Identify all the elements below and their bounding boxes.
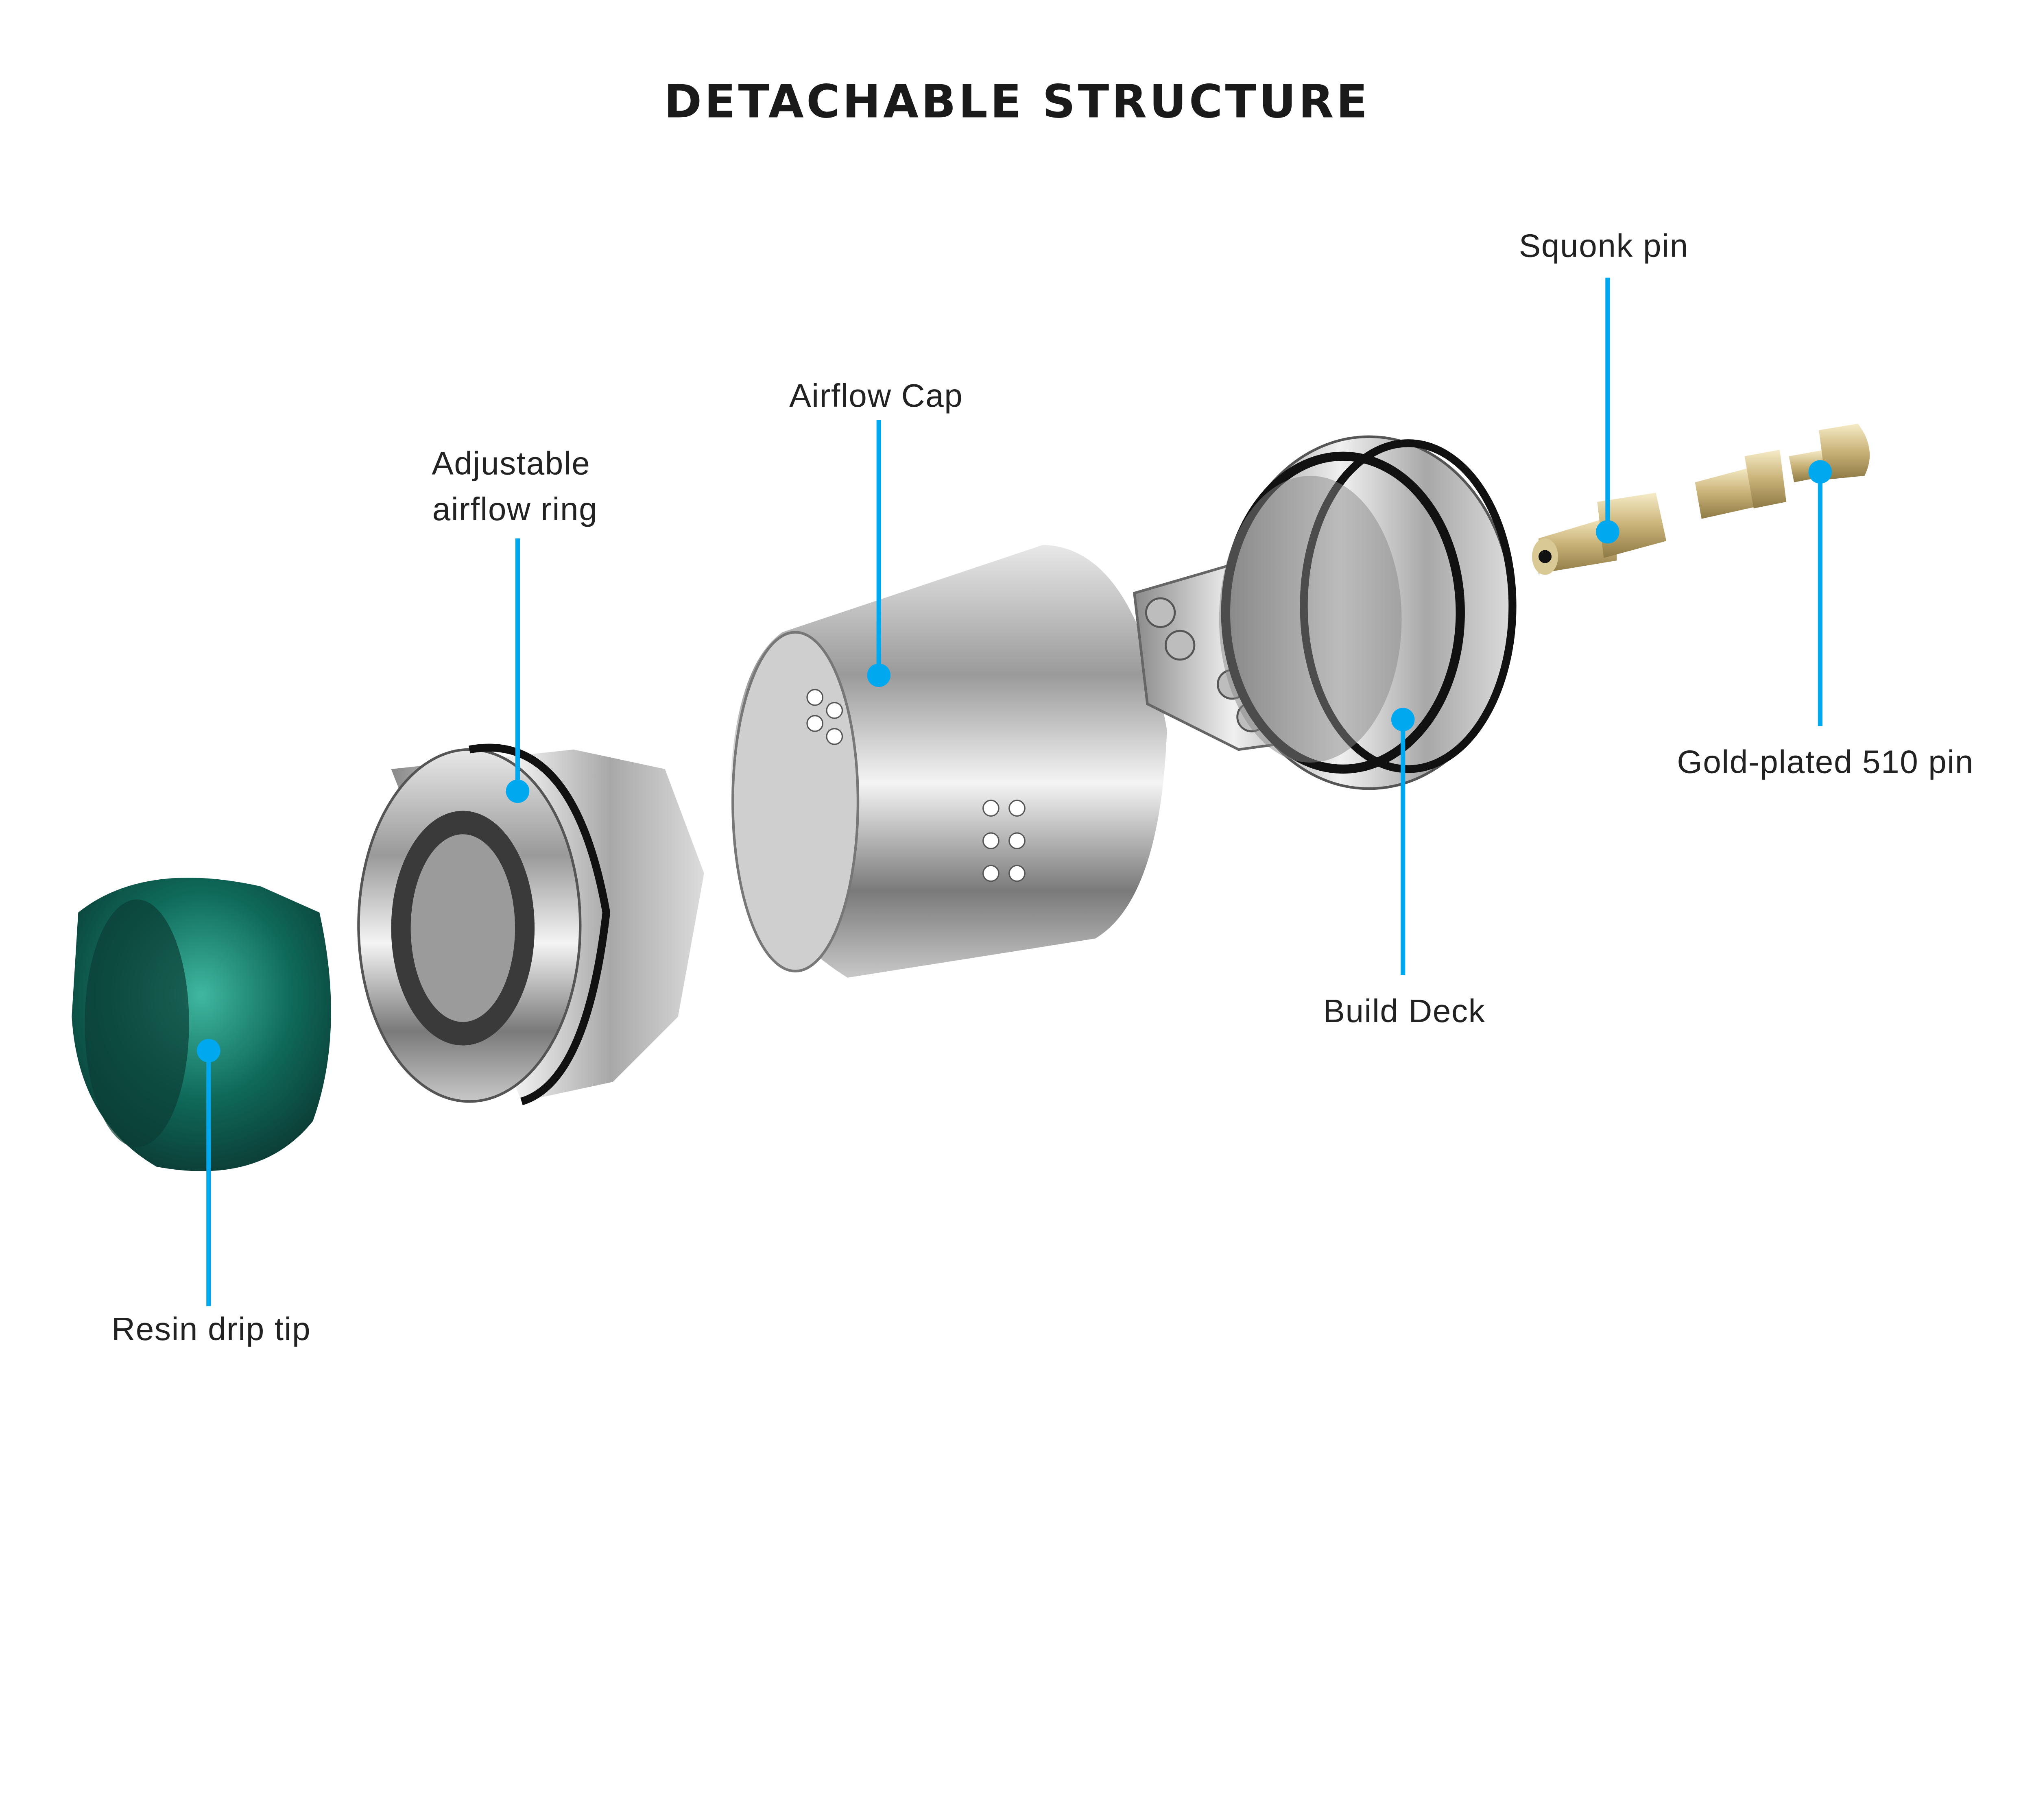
airflow-cap-image [730,545,1167,978]
gold-pin-image [1695,423,1870,519]
label-airflow-cap: Airflow Cap [789,377,963,414]
callout-airflow-cap: Airflow Cap [789,377,963,687]
label-adjustable-ring-line1: Adjustable [432,445,590,482]
callout-build-deck: Build Deck [1323,708,1485,1029]
callout-squonk-pin: Squonk pin [1519,227,1689,544]
label-build-deck: Build Deck [1323,992,1485,1029]
label-gold-pin: Gold-plated 510 pin [1677,743,1974,780]
exploded-diagram: DETACHABLE STRUCTURE [72,75,1974,1347]
label-squonk-pin: Squonk pin [1519,227,1689,264]
build-deck-image [1133,435,1517,790]
callout-gold-pin: Gold-plated 510 pin [1677,460,1974,780]
resin-drip-tip-image [72,878,331,1171]
callout-resin-drip-tip: Resin drip tip [111,1039,311,1347]
airflow-ring-image [357,743,704,1105]
label-adjustable-ring-line2: airflow ring [432,490,598,527]
label-resin-drip-tip: Resin drip tip [111,1310,311,1347]
page-title: DETACHABLE STRUCTURE [664,75,1370,128]
callout-adjustable-ring: Adjustable airflow ring [432,445,598,803]
